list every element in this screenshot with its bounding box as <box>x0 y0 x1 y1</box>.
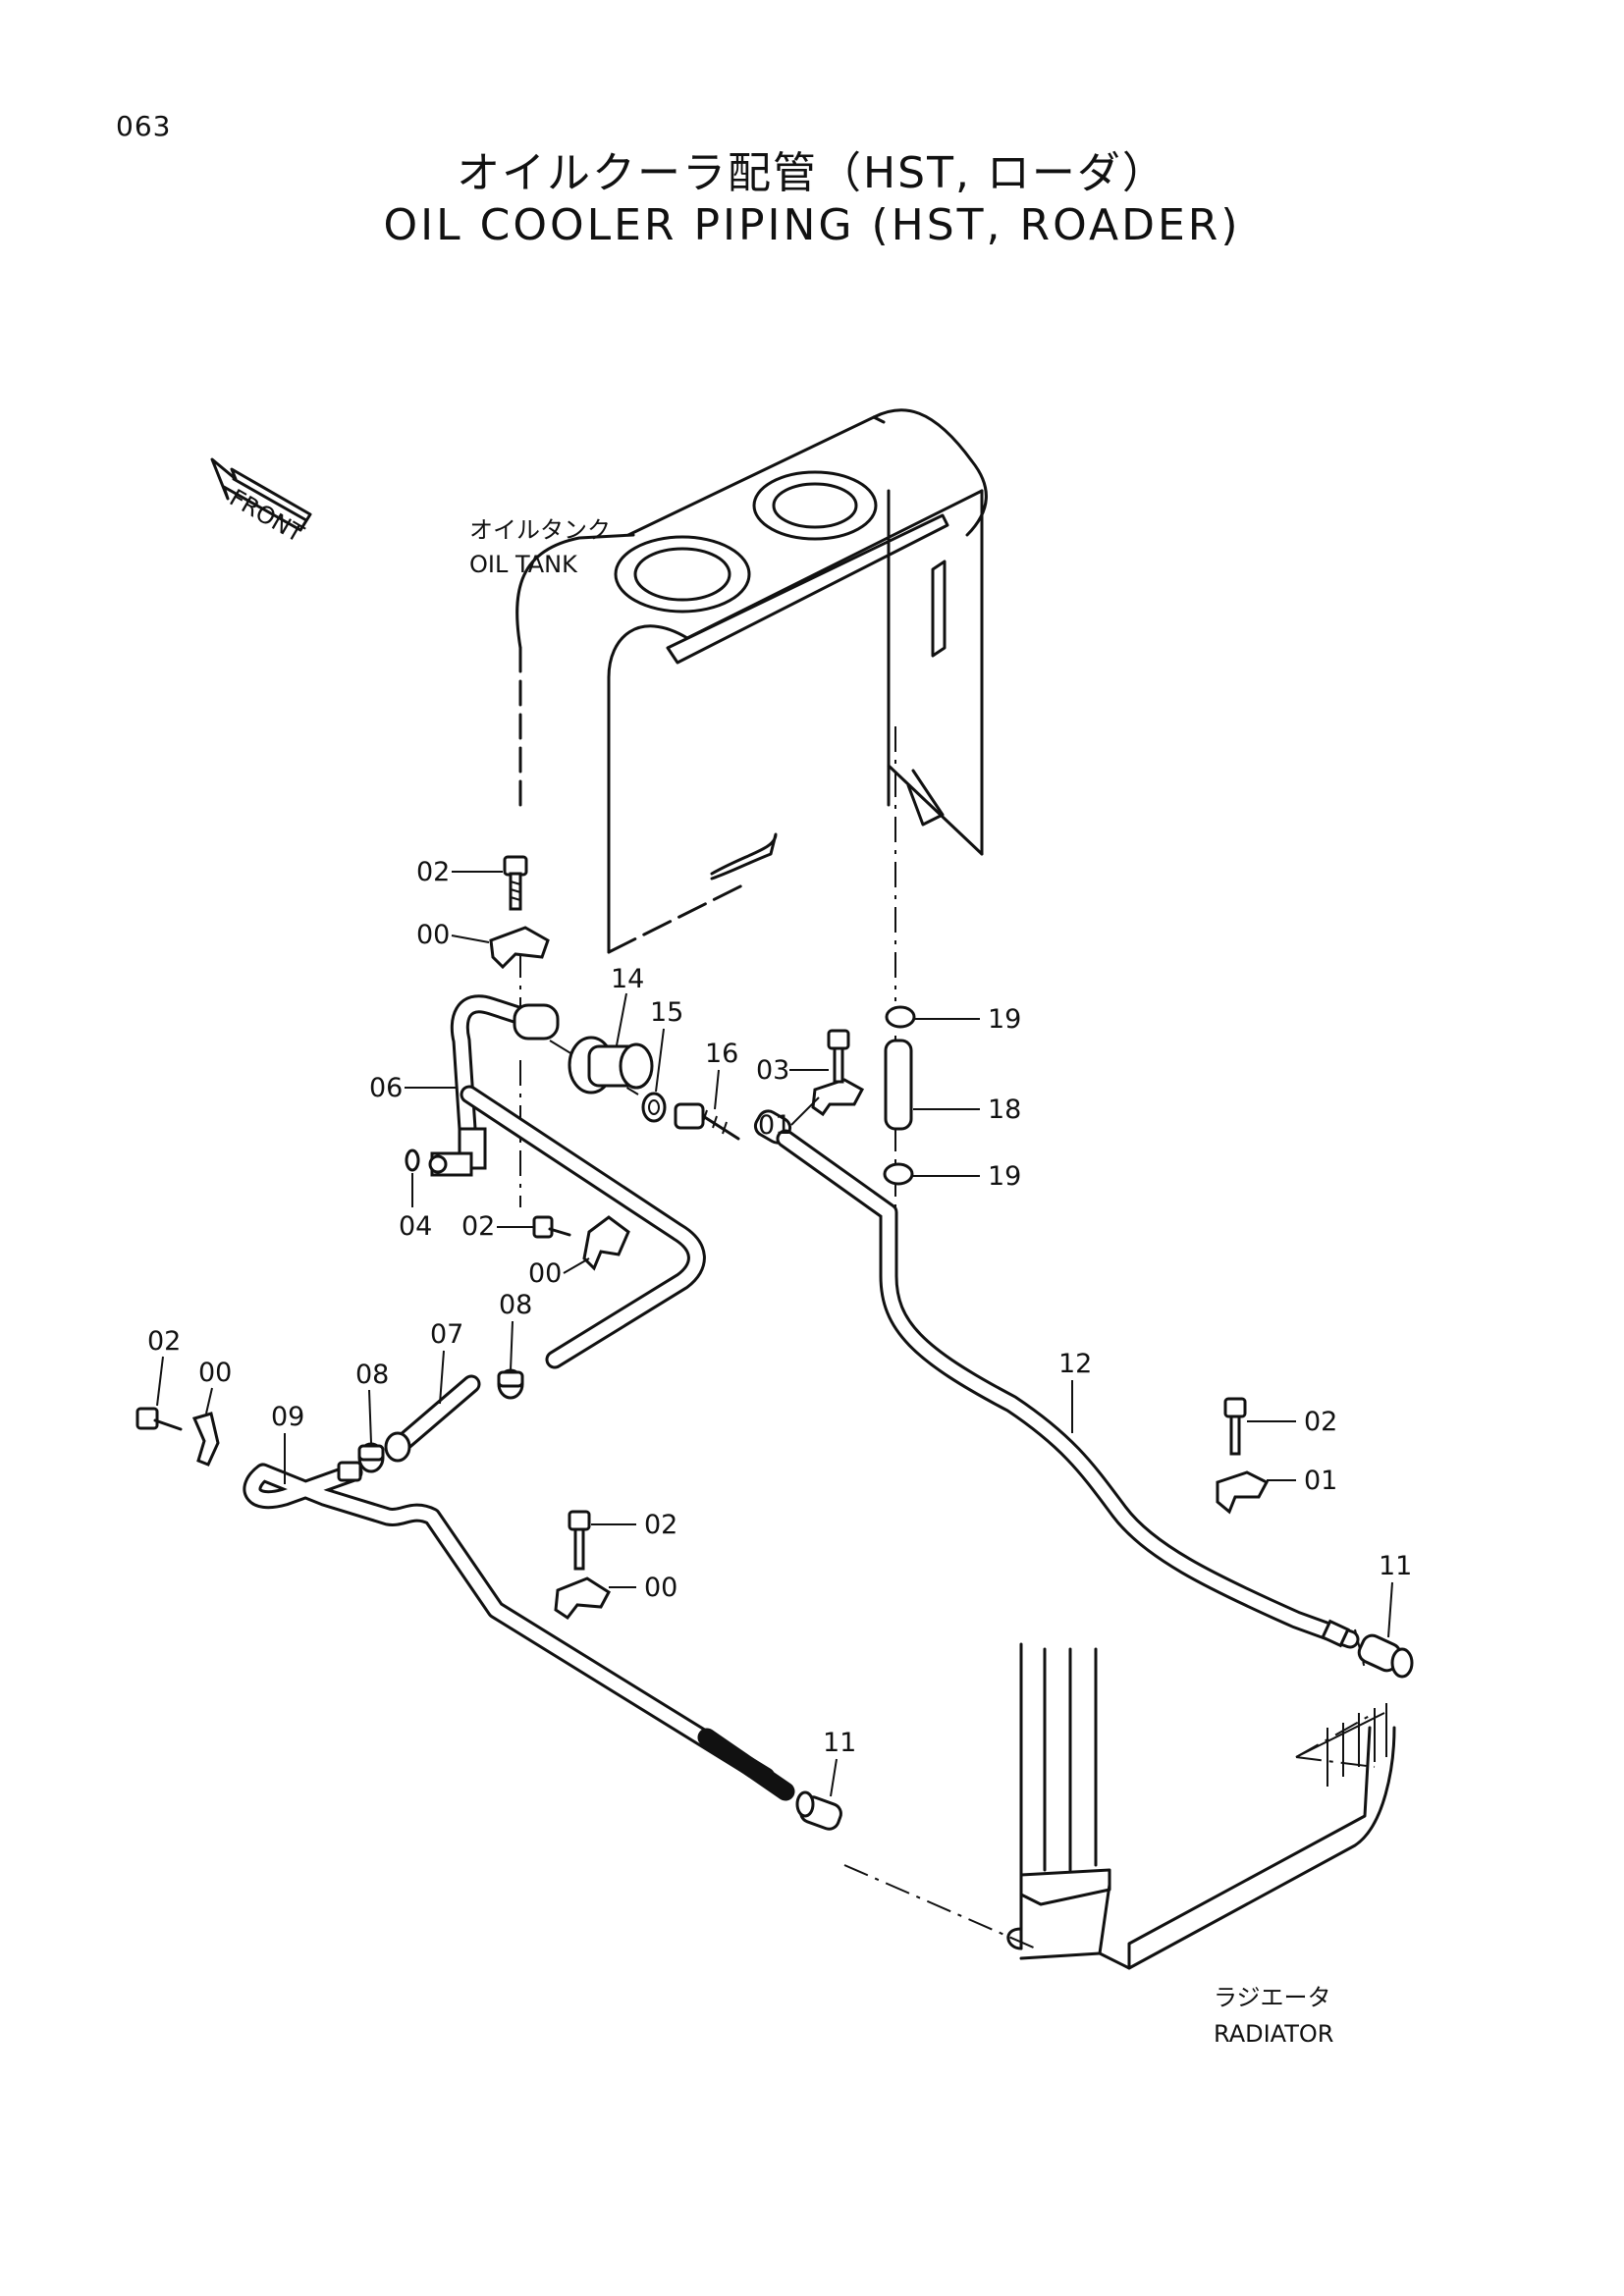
clip-01-center <box>811 1078 865 1117</box>
callout-02-mid: 02 <box>461 1211 495 1242</box>
callout-00: 00 <box>416 920 450 950</box>
o-ring-04 <box>405 1148 420 1172</box>
callout-15: 15 <box>650 997 683 1028</box>
callout-08-left: 08 <box>355 1360 389 1390</box>
hose-clamp-14 <box>568 1036 654 1095</box>
hose-clamp-11-right <box>1357 1633 1414 1679</box>
hose-clamp-08-right <box>497 1368 524 1400</box>
callout-02-left: 02 <box>147 1326 181 1357</box>
callout-09: 09 <box>271 1402 304 1432</box>
callout-07: 07 <box>430 1319 463 1350</box>
page-number: 063 <box>116 110 172 142</box>
connection-lines <box>519 726 1376 1949</box>
clip-00-upper <box>489 926 550 970</box>
callout-03: 03 <box>756 1055 789 1086</box>
pipe-06 <box>428 994 706 1369</box>
callout-02-lower: 02 <box>644 1510 677 1540</box>
diagram-title-japanese: オイルクーラ配管（HST, ローダ） <box>457 148 1167 198</box>
callout-01: 01 <box>758 1110 791 1141</box>
bolt-02-right <box>1223 1397 1247 1456</box>
fitting-16 <box>674 1102 740 1141</box>
callout-02-right: 02 <box>1304 1407 1337 1437</box>
oil-tank-label-jp: オイルタンク <box>469 516 611 544</box>
clip-00-lower <box>554 1576 611 1621</box>
callout-19-lower: 19 <box>988 1161 1021 1192</box>
clip-00-middle <box>582 1215 630 1271</box>
callout-18: 18 <box>988 1095 1021 1125</box>
front-arrow-label: FRONT <box>225 484 308 548</box>
bolt-02-lower <box>568 1510 591 1571</box>
hose-18 <box>884 1039 913 1131</box>
radiator-label-jp: ラジエータ <box>1214 1984 1331 2011</box>
oil-tank-label-en: OIL TANK <box>469 551 578 578</box>
hose-clamp-19-lower <box>883 1162 914 1186</box>
callout-11-lower: 11 <box>823 1728 856 1758</box>
oil-tank: オイルタンク OIL TANK <box>469 408 988 954</box>
bolt-02-middle <box>532 1215 571 1239</box>
hose-clamp-19-upper <box>885 1005 916 1029</box>
pipe-12 <box>753 1109 1360 1649</box>
callout-01-right: 01 <box>1304 1466 1337 1496</box>
callout-02: 02 <box>416 857 450 887</box>
diagram-title-english: OIL COOLER PIPING (HST, ROADER) <box>383 200 1241 250</box>
callout-08-right: 08 <box>499 1290 532 1320</box>
o-ring-15 <box>641 1092 667 1123</box>
callout-00-left: 00 <box>198 1358 232 1388</box>
radiator: ラジエータ RADIATOR <box>1006 1642 1396 2048</box>
bolt-03 <box>827 1029 850 1084</box>
callout-12: 12 <box>1058 1349 1092 1379</box>
callouts: 02 00 14 15 16 19 06 03 18 01 19 04 02 0… <box>147 857 1412 1797</box>
bolt-02-upper <box>503 855 528 911</box>
callout-14: 14 <box>611 964 644 994</box>
callout-16: 16 <box>705 1039 738 1069</box>
hose-clamp-11-lower <box>795 1790 842 1831</box>
clip-00-left <box>191 1412 220 1467</box>
hose-end-06 <box>513 1003 560 1041</box>
callout-19-upper: 19 <box>988 1004 1021 1035</box>
clip-01-right <box>1216 1470 1270 1515</box>
callout-00-mid: 00 <box>528 1258 562 1289</box>
callout-06: 06 <box>369 1073 403 1103</box>
callout-04: 04 <box>399 1211 432 1242</box>
callout-00-lower: 00 <box>644 1573 677 1603</box>
bolt-02-left <box>135 1407 183 1431</box>
callout-11-right: 11 <box>1379 1551 1412 1581</box>
hose-clamp-08-left <box>357 1442 385 1473</box>
hose-07 <box>384 1374 481 1463</box>
front-arrow-icon: FRONT <box>210 457 312 548</box>
radiator-label-en: RADIATOR <box>1214 2020 1333 2048</box>
pipe-09 <box>243 1461 795 1801</box>
